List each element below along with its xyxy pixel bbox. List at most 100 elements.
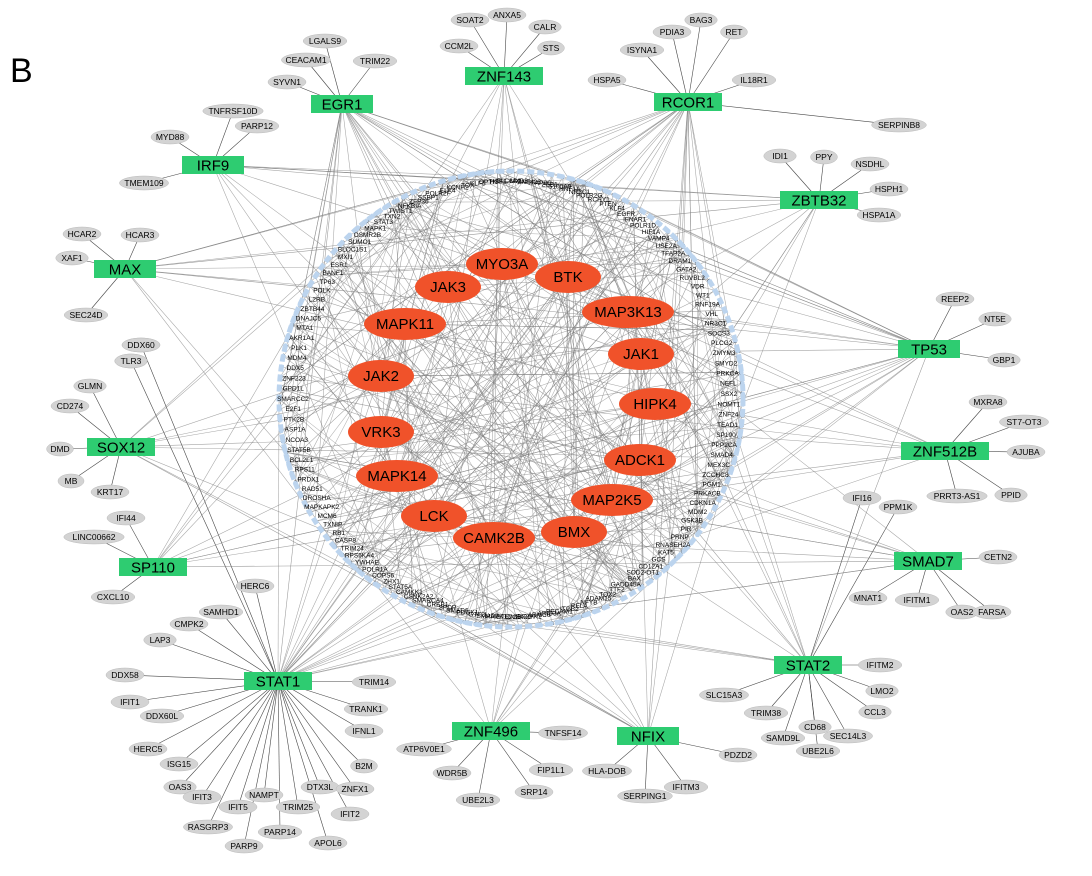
ring-gene-label: PRDX1 bbox=[297, 476, 319, 483]
tf-ring-edge bbox=[341, 103, 744, 395]
tf-ring-edge bbox=[682, 101, 689, 248]
regulation-edge bbox=[254, 585, 279, 682]
ring-node bbox=[707, 279, 712, 284]
ring-gene-label: ZHX1 bbox=[383, 578, 400, 585]
tf-ring-edge bbox=[649, 101, 689, 582]
ring-node bbox=[733, 338, 738, 343]
ring-node bbox=[319, 265, 324, 270]
tf-node-max: MAX bbox=[94, 260, 156, 279]
kinase-edge bbox=[320, 403, 656, 531]
ring-node bbox=[732, 455, 738, 460]
ring-gene-label: STAT5A bbox=[389, 584, 413, 591]
ring-gene-label: EIF2AK2 bbox=[516, 613, 542, 620]
target-node-ifitm3: IFITM3 bbox=[663, 779, 709, 795]
regulation-edge bbox=[687, 101, 900, 127]
tf-ring-edge bbox=[497, 170, 930, 350]
target-node-serpinb8: SERPINB8 bbox=[871, 117, 927, 133]
ring-gene-label: DDX5 bbox=[287, 365, 305, 372]
ring-node bbox=[420, 185, 426, 191]
target-node-reep2: REEP2 bbox=[935, 291, 975, 307]
target-node-ifnl1: IFNL1 bbox=[344, 723, 384, 739]
ring-gene-label: NEFL bbox=[720, 381, 737, 388]
tf-ring-edge bbox=[453, 177, 930, 350]
tf-ring-edge bbox=[314, 348, 930, 522]
tf-node-znf512b: ZNF512B bbox=[901, 442, 989, 461]
ring-node bbox=[681, 549, 686, 554]
target-node-ube2l3: UBE2L3 bbox=[455, 792, 501, 808]
tf-ring-edge bbox=[341, 103, 404, 602]
target-label: BAG3 bbox=[690, 15, 713, 25]
kinase-label: JAK2 bbox=[363, 368, 399, 385]
ring-node bbox=[277, 375, 283, 380]
tf-ring-edge bbox=[690, 199, 820, 544]
ring-node bbox=[506, 168, 511, 174]
ring-node bbox=[332, 545, 337, 550]
ring-gene-label: POLK bbox=[313, 288, 331, 295]
tf-ring-edge bbox=[687, 101, 730, 479]
ring-node bbox=[364, 574, 369, 580]
ring-chord-edge bbox=[342, 242, 563, 622]
target-node-hspa1a: HSPA1A bbox=[856, 207, 902, 223]
ring-node bbox=[712, 505, 718, 510]
ring-node bbox=[355, 225, 361, 230]
target-label: TMEM109 bbox=[124, 178, 163, 188]
regulation-edge bbox=[188, 623, 279, 682]
ring-node bbox=[538, 622, 544, 628]
ring-node bbox=[707, 514, 712, 520]
ring-chord-edge bbox=[507, 170, 542, 626]
ring-node bbox=[688, 252, 693, 258]
ring-node bbox=[325, 256, 331, 262]
ring-chord-edge bbox=[604, 189, 736, 458]
target-label: PPID bbox=[1001, 490, 1021, 500]
target-label: TNFSF14 bbox=[545, 728, 582, 738]
ring-node bbox=[517, 168, 522, 174]
tf-node-nfix: NFIX bbox=[617, 727, 679, 746]
target-node-nsdhl: NSDHL bbox=[850, 156, 890, 172]
ring-gene-label: VDR bbox=[691, 283, 705, 290]
target-label: SAMHD1 bbox=[203, 607, 239, 617]
ring-node bbox=[410, 603, 415, 608]
target-label: PDZD2 bbox=[724, 750, 752, 760]
ring-node bbox=[276, 396, 282, 402]
ring-node bbox=[611, 601, 617, 606]
tf-node-sp110: SP110 bbox=[119, 558, 187, 577]
ring-node bbox=[726, 317, 731, 323]
ring-gene-label: PIR bbox=[681, 526, 692, 533]
ring-gene-label: RNF19A bbox=[695, 302, 721, 309]
ring-node bbox=[279, 428, 284, 434]
target-label: HSPA5 bbox=[593, 75, 621, 85]
kinase-edge bbox=[380, 210, 643, 377]
target-node-farsa: FARSA bbox=[972, 604, 1012, 620]
target-node-krt17: KRT17 bbox=[90, 484, 130, 500]
ring-gene-label: SMAD4 bbox=[710, 452, 733, 459]
tf-ring-edge bbox=[572, 348, 930, 619]
tf-ring-edge bbox=[474, 348, 930, 625]
ring-node bbox=[420, 607, 425, 613]
ring-gene-label: EGFR bbox=[617, 211, 635, 218]
target-label: NT5E bbox=[984, 314, 1006, 324]
target-label: AJUBA bbox=[1012, 447, 1040, 457]
kinase-edge bbox=[551, 174, 613, 501]
tf-ring-edge bbox=[593, 185, 809, 666]
target-label: MNAT1 bbox=[854, 593, 882, 603]
tf-label: IRF9 bbox=[197, 158, 230, 175]
target-node-trim38: TRIM38 bbox=[743, 705, 789, 721]
ring-gene-label: POLR1A bbox=[362, 566, 388, 573]
tf-ring-edge bbox=[341, 103, 553, 176]
ring-node bbox=[451, 617, 457, 623]
ring-gene-label: RPS6KA4 bbox=[345, 553, 375, 560]
ring-node bbox=[410, 190, 416, 195]
ring-gene-label: PLCG2 bbox=[711, 340, 733, 347]
tf-ring-edge bbox=[341, 103, 466, 176]
regulation-edge bbox=[324, 40, 343, 105]
ring-gene-label: PRNP bbox=[671, 534, 689, 541]
target-node-sec24d: SEC24D bbox=[63, 307, 109, 323]
tf-ring-edge bbox=[277, 529, 322, 682]
target-label: HSPH1 bbox=[875, 184, 904, 194]
ring-node bbox=[631, 203, 636, 208]
tf-ring-edge bbox=[341, 103, 624, 599]
tf-tf-edge bbox=[124, 268, 930, 351]
regulation-edge bbox=[220, 611, 279, 682]
tf-ring-edge bbox=[277, 525, 705, 682]
ring-gene-label: IFNAR1 bbox=[623, 216, 647, 223]
